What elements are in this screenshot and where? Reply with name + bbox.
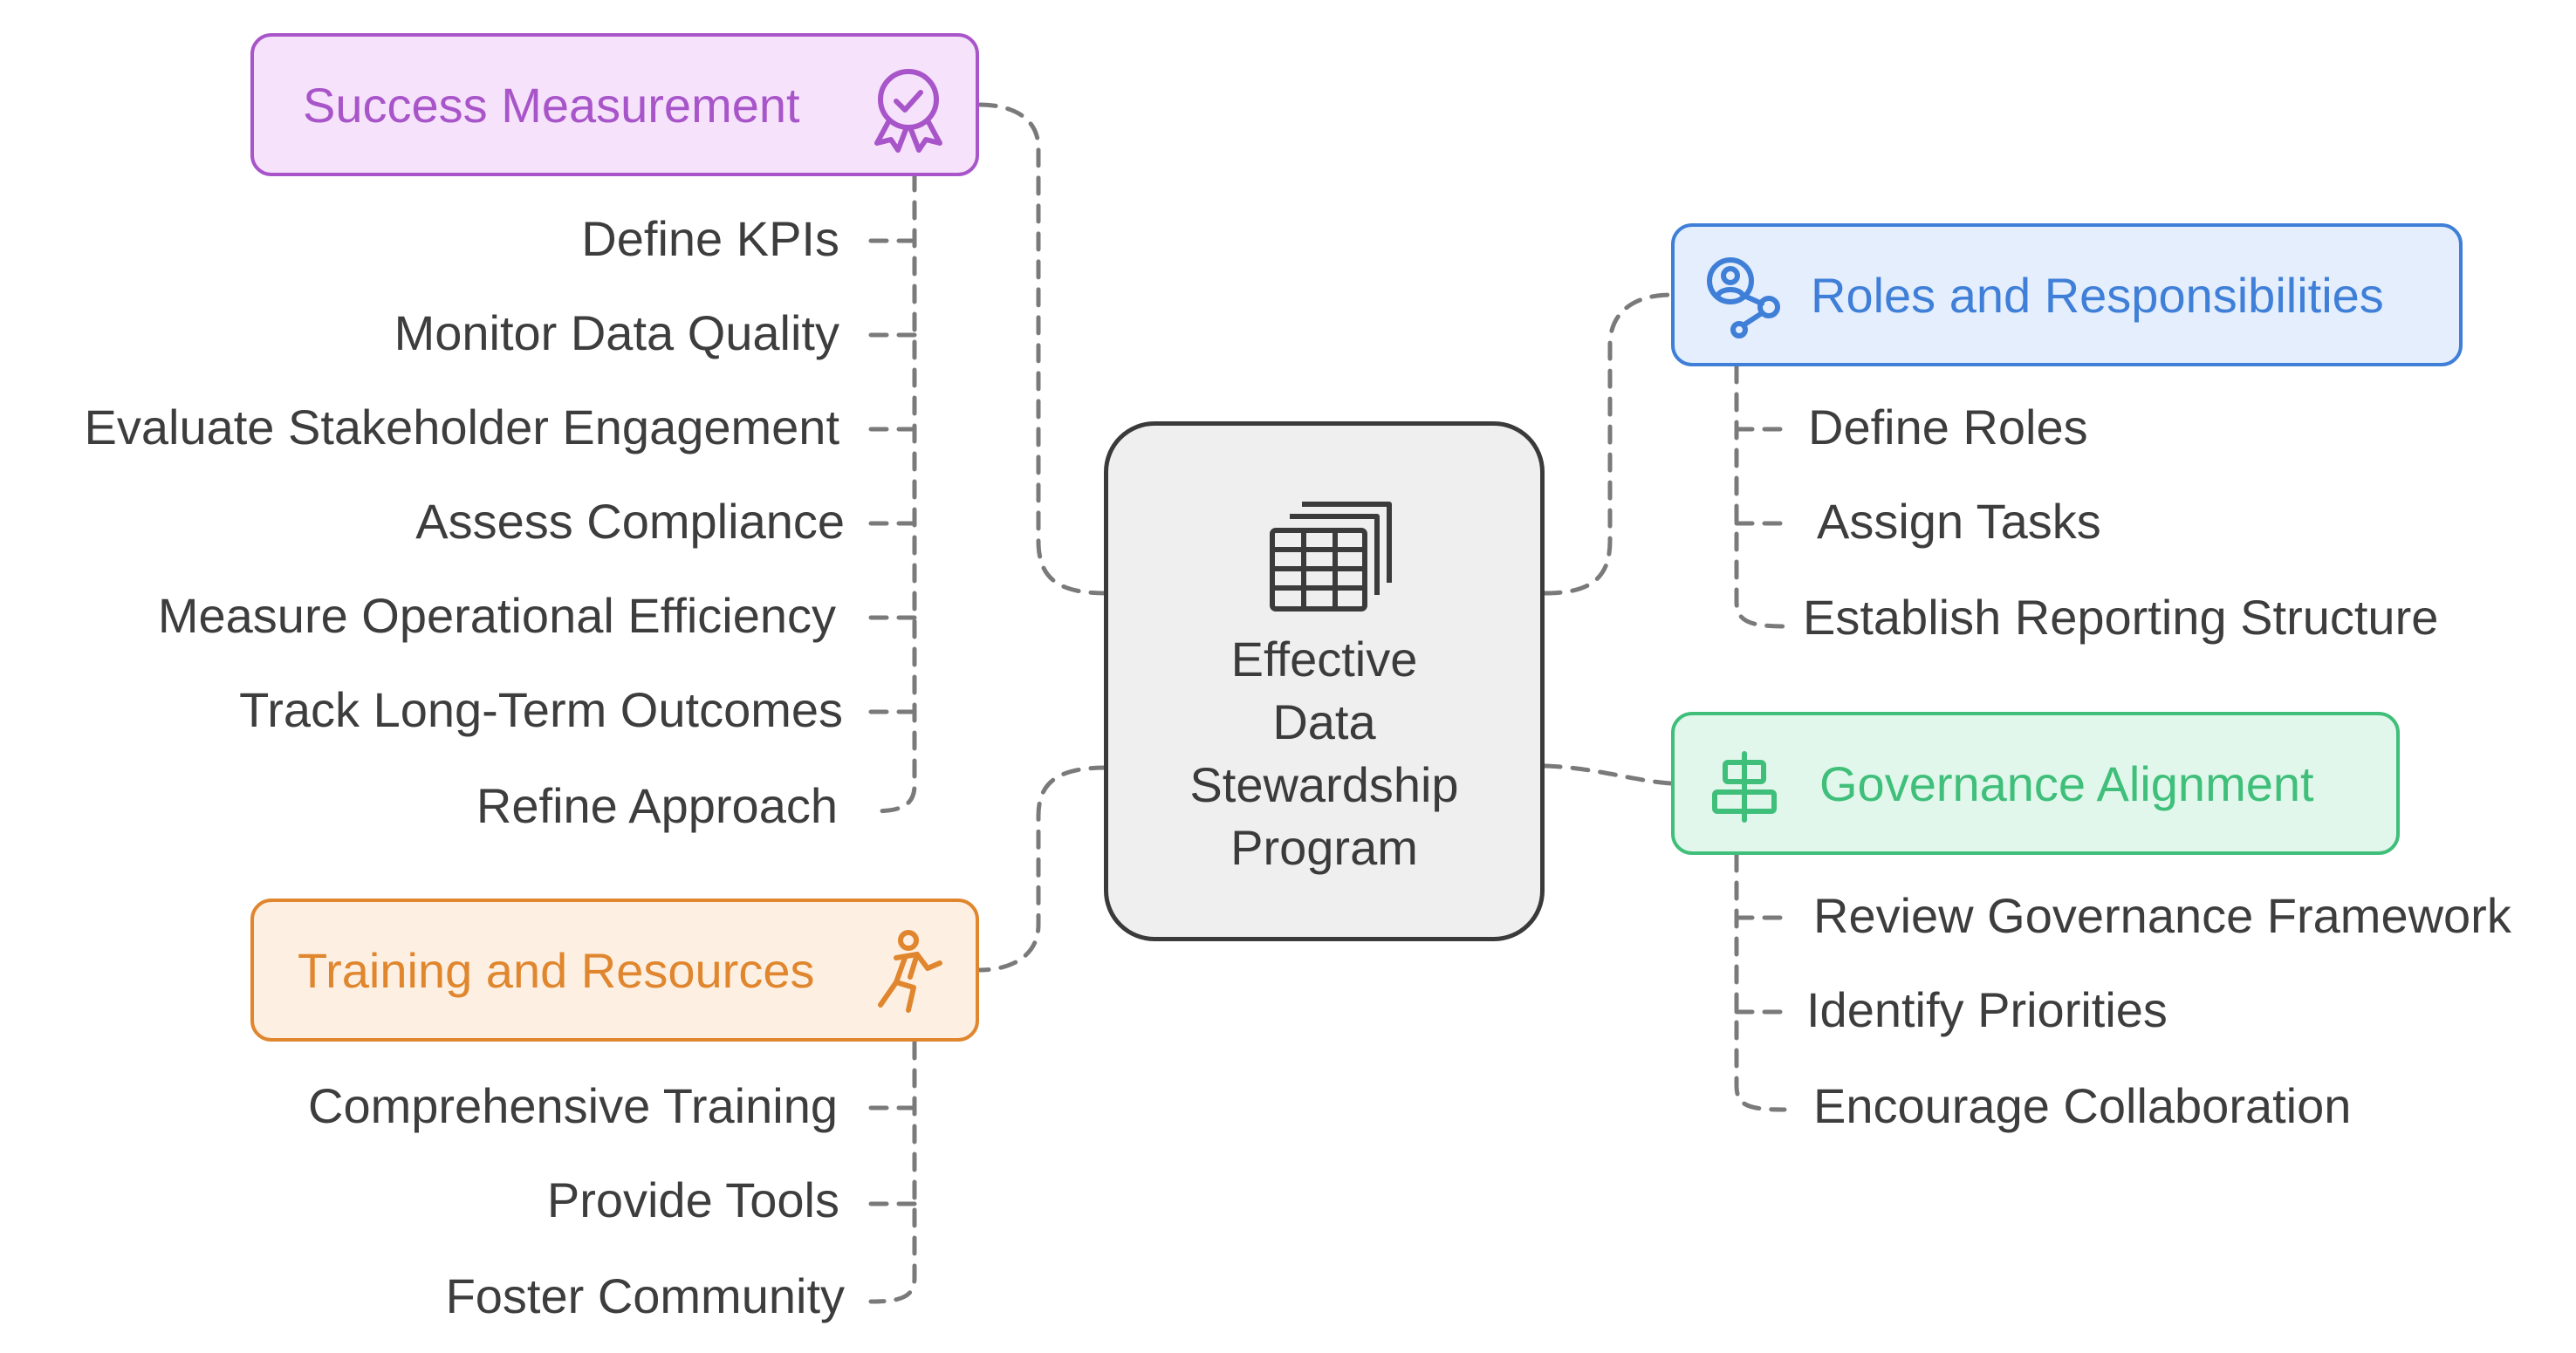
leaf-assess-compliance: Assess Compliance: [415, 494, 845, 549]
leaf-identify-priorities: Identify Priorities: [1806, 982, 2168, 1037]
center-title: Effective Data Stewardship Program: [1189, 632, 1459, 875]
connector-center-training: [976, 765, 1109, 973]
leaf-refine-approach: Refine Approach: [476, 778, 838, 833]
trunk-training: [868, 1040, 917, 1304]
leaf-assign-tasks: Assign Tasks: [1817, 494, 2101, 549]
center-node: Effective Data Stewardship Program: [1104, 421, 1545, 941]
person-running-icon: [878, 930, 942, 1013]
leaf-define-roles: Define Roles: [1808, 400, 2088, 454]
trunk-success: [868, 172, 917, 814]
align-center-icon: [1712, 751, 1777, 823]
user-network-icon: [1707, 257, 1780, 338]
leaf-provide-tools: Provide Tools: [546, 1172, 839, 1227]
leaf-evaluate-stakeholder-engagement: Evaluate Stakeholder Engagement: [84, 400, 839, 454]
leaf-comprehensive-training: Comprehensive Training: [308, 1078, 838, 1133]
leaf-track-long-term-outcomes: Track Long-Term Outcomes: [239, 682, 843, 737]
connector-center-success: [976, 102, 1109, 596]
trunk-roles: [1734, 364, 1787, 629]
governance-alignment-title: Governance Alignment: [1819, 755, 2314, 811]
success-measurement-node: Success Measurement: [250, 33, 979, 176]
leaf-establish-reporting-structure: Establish Reporting Structure: [1803, 590, 2439, 645]
training-resources-title: Training and Resources: [298, 942, 815, 998]
leaf-encourage-collaboration: Encourage Collaboration: [1813, 1078, 2352, 1133]
connector-center-roles: [1542, 292, 1674, 596]
leaf-monitor-data-quality: Monitor Data Quality: [394, 305, 839, 360]
leaf-foster-community: Foster Community: [445, 1268, 845, 1323]
leaf-define-kpis: Define KPIs: [581, 211, 839, 266]
roles-responsibilities-title: Roles and Responsibilities: [1811, 267, 2384, 323]
roles-responsibilities-node: Roles and Responsibilities: [1671, 223, 2463, 366]
trunk-governance: [1734, 852, 1787, 1112]
success-measurement-title: Success Measurement: [303, 77, 800, 133]
governance-alignment-node: Governance Alignment: [1671, 712, 2400, 855]
award-badge-icon: [874, 69, 942, 153]
leaf-measure-operational-efficiency: Measure Operational Efficiency: [157, 588, 836, 643]
connector-center-governance: [1542, 763, 1674, 786]
table-stack-icon: [1270, 502, 1392, 612]
training-resources-node: Training and Resources: [250, 899, 979, 1042]
leaf-review-governance-framework: Review Governance Framework: [1813, 888, 2511, 943]
